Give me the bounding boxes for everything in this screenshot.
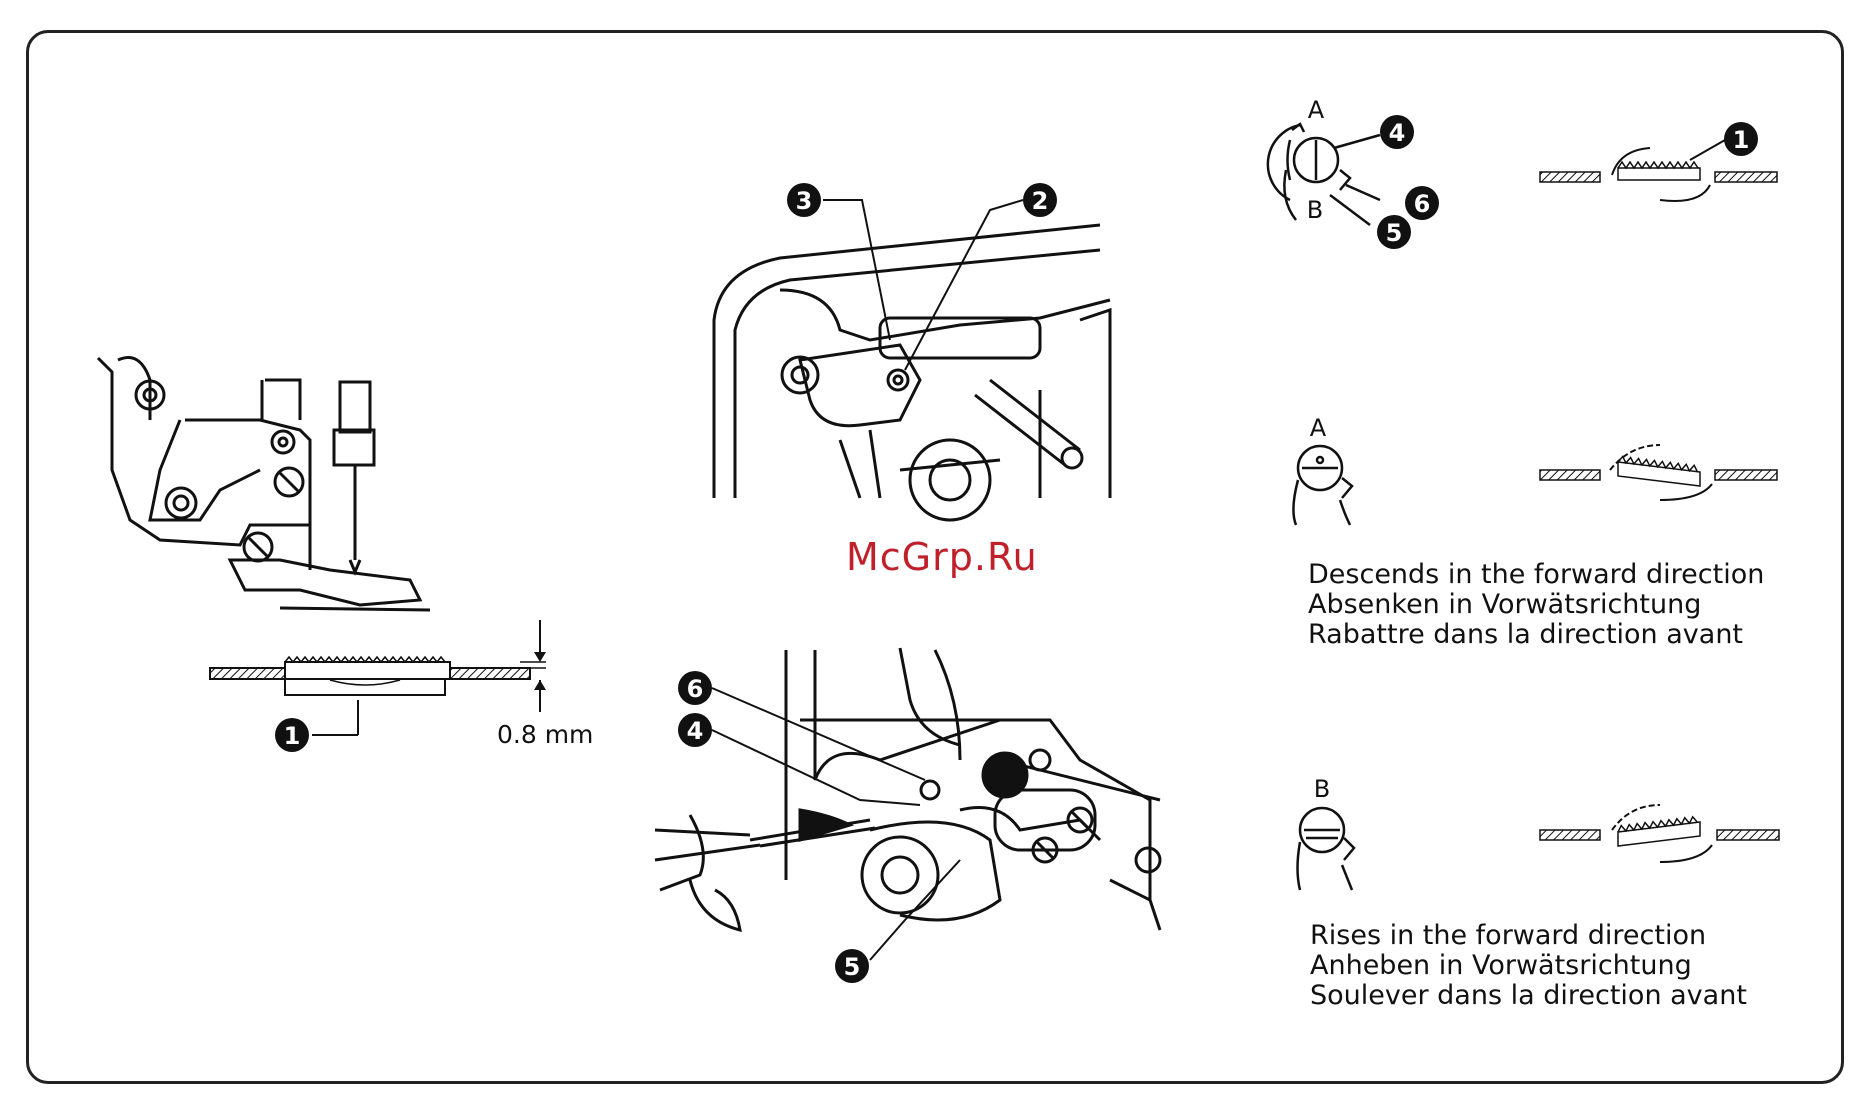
dial-middle-label-a: A [1310,414,1327,442]
dial-bottom [1298,808,1355,890]
caption-descends-fr: Rabattre dans la direction avant [1308,620,1764,650]
callout-badge-foot-1: 1 [275,718,309,752]
machine-top-drawing [714,225,1110,520]
svg-text:6: 6 [1414,190,1431,218]
caption-rises-en: Rises in the forward direction [1310,921,1747,951]
caption-rises-fr: Soulever dans la direction avant [1310,981,1747,1011]
callout-badge-top-2: 2 [1023,183,1057,217]
dial-top-label-b: B [1307,196,1323,224]
svg-text:4: 4 [687,717,704,745]
callout-badge-feed-1: 1 [1724,122,1758,156]
dial-top [1268,124,1380,225]
callout-badge-bottom-5: 5 [835,949,869,983]
svg-text:1: 1 [284,722,301,750]
svg-text:5: 5 [1386,219,1403,247]
svg-text:6: 6 [687,675,704,703]
callout-badge-dial-4: 4 [1380,115,1414,149]
presser-foot-drawing [98,358,430,611]
gap-measurement-label: 0.8 mm [497,720,593,749]
leader-lines-top [823,200,1023,370]
svg-text:2: 2 [1032,187,1049,215]
dial-top-label-a: A [1308,96,1325,124]
svg-text:1: 1 [1733,126,1750,154]
machine-bottom-drawing [655,648,1160,930]
callout-badge-bottom-6: 6 [678,671,712,705]
svg-text:4: 4 [1389,119,1406,147]
dial-bottom-label-b: B [1314,775,1330,803]
caption-descends-en: Descends in the forward direction [1308,560,1764,590]
callout-badge-bottom-4: 4 [678,713,712,747]
svg-text:3: 3 [796,187,813,215]
throat-plate-section [210,620,546,735]
svg-text:5: 5 [844,953,861,981]
callout-badge-dial-5: 5 [1377,215,1411,249]
caption-rises: Rises in the forward direction Anheben i… [1310,921,1747,1011]
caption-descends: Descends in the forward direction Absenk… [1308,560,1764,650]
feed-diagram-bottom [1540,805,1779,862]
dial-middle [1293,446,1352,525]
callout-badge-dial-6: 6 [1405,186,1439,220]
caption-descends-de: Absenken in Vorwätsrichtung [1308,590,1764,620]
caption-rises-de: Anheben in Vorwätsrichtung [1310,951,1747,981]
watermark: McGrp.Ru [846,535,1038,579]
callout-badge-top-3: 3 [787,183,821,217]
feed-diagram-middle [1540,445,1777,500]
